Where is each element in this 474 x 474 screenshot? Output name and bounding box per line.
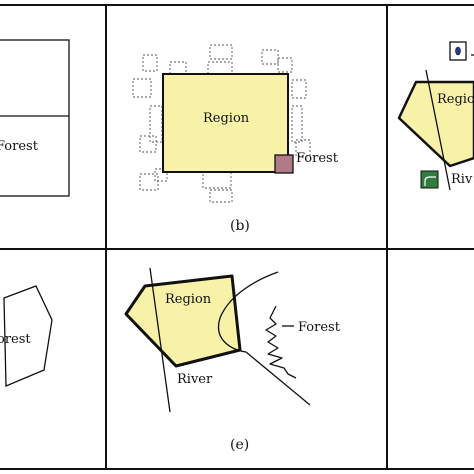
forest-label: Forest <box>0 139 39 154</box>
region-polygon <box>124 274 242 368</box>
marker-dot <box>455 46 461 56</box>
panel-d: orest <box>0 285 53 387</box>
river-line <box>149 267 171 413</box>
river-icon-arc <box>424 176 436 186</box>
forest-square <box>274 154 294 174</box>
panel-e: Region Forest River (e) <box>124 267 341 453</box>
river-line <box>425 69 451 191</box>
panel-caption: (b) <box>230 218 250 234</box>
panel-c: Regio Riv <box>397 41 474 191</box>
forest-label: Forest <box>296 151 339 166</box>
forest-polygon <box>3 285 53 387</box>
panel-caption: (e) <box>230 437 249 453</box>
region-label: Region <box>203 111 250 126</box>
river-label: River <box>177 372 213 387</box>
boundary-curve <box>217 271 311 406</box>
panel-grid <box>0 4 474 470</box>
forest-box <box>0 39 70 197</box>
forest-label: Forest <box>298 320 341 335</box>
region-label: Regio <box>437 92 474 107</box>
river-label: Riv <box>451 172 473 187</box>
forest-label: orest <box>0 332 31 347</box>
region-label: Region <box>165 292 212 307</box>
region-box <box>162 73 289 173</box>
river-icon <box>420 170 439 189</box>
forest-scribble <box>265 305 297 379</box>
panel-b: Region Forest (b) <box>132 44 339 234</box>
panel-a: Forest <box>0 39 70 197</box>
